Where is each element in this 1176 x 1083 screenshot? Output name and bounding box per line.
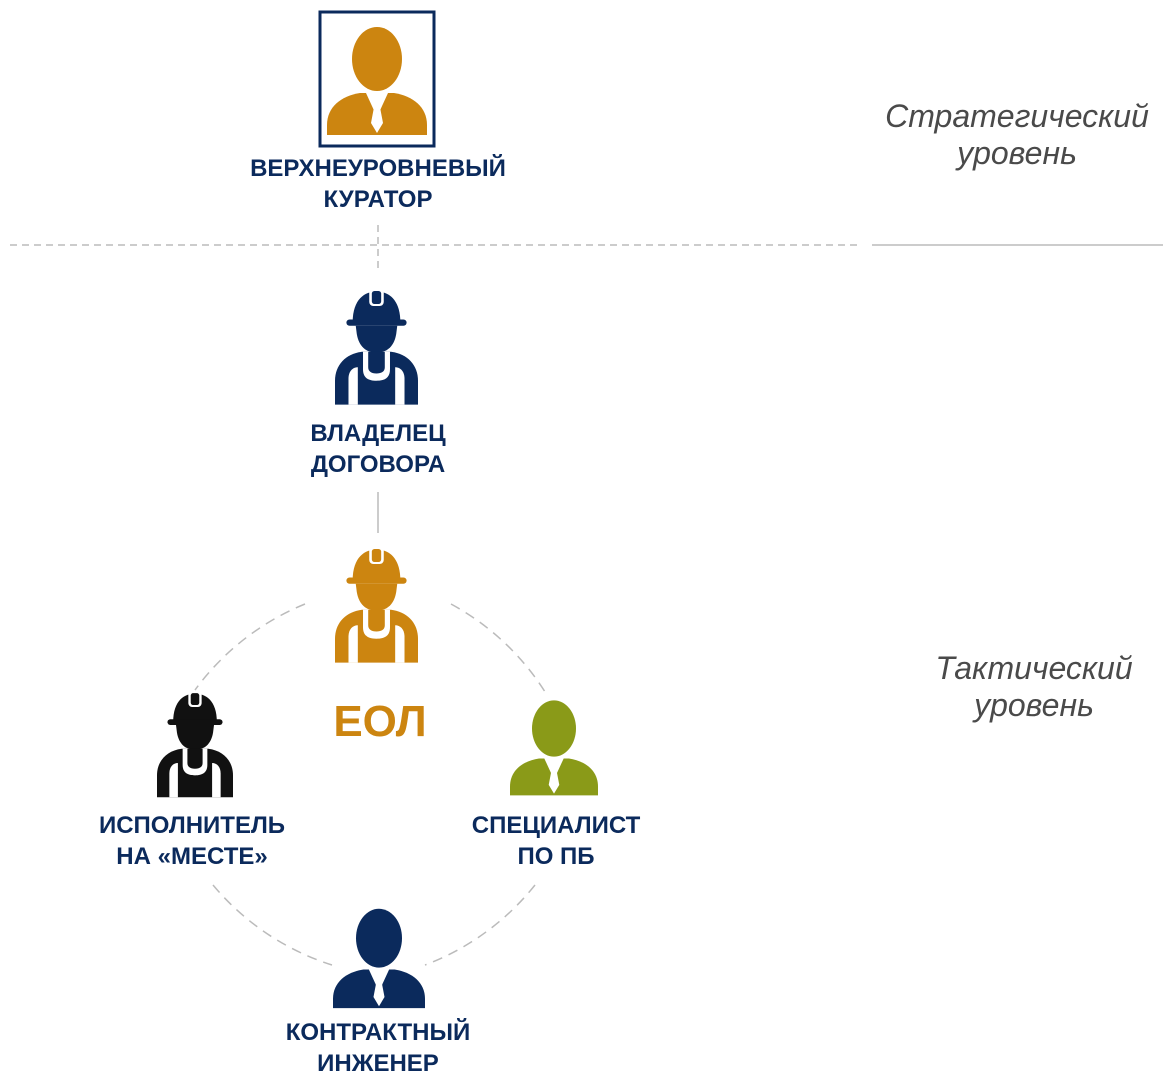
team-circle-arc-top-right [450, 603, 548, 696]
top-curator-label-line1: ВЕРХНЕУРОВНЕВЫЙ [250, 155, 506, 182]
worker-hardhat-icon [157, 690, 233, 798]
strategic-level-line1: Стратегический [885, 98, 1149, 134]
contract-owner-label-line1: ВЛАДЕЛЕЦ [310, 420, 446, 447]
worker-hardhat-icon [335, 288, 418, 405]
contract-owner-label: ВЛАДЕЛЕЦ ДОГОВОРА [310, 418, 445, 480]
top-curator-label-line2: КУРАТОР [323, 186, 433, 213]
safety-specialist-label: СПЕЦИАЛИСТ ПО ПБ [472, 810, 640, 872]
strategic-level-label: Стратегический уровень [885, 98, 1149, 172]
tactical-level-line1: Тактический [935, 650, 1133, 686]
safety-specialist-label-line1: СПЕЦИАЛИСТ [471, 812, 641, 839]
safety-specialist-label-line2: ПО ПБ [517, 843, 595, 870]
team-circle-arc-bottom-right [424, 884, 536, 966]
top-curator-node [318, 10, 436, 148]
onsite-executor-label-line1: ИСПОЛНИТЕЛЬ [98, 812, 286, 839]
eol-label: ЕОЛ [333, 697, 427, 746]
contract-owner-label-line2: ДОГОВОРА [310, 451, 446, 478]
team-circle-arc-bottom-left [212, 884, 333, 966]
contract-engineer-label: КОНТРАКТНЫЙ ИНЖЕНЕР [286, 1017, 471, 1079]
tactical-level-label: Тактический уровень [935, 650, 1132, 724]
onsite-executor-label: ИСПОЛНИТЕЛЬ НА «МЕСТЕ» [99, 810, 285, 872]
businessman-icon [510, 700, 598, 796]
contract-engineer-label-line2: ИНЖЕНЕР [317, 1050, 439, 1077]
top-curator-label: ВЕРХНЕУРОВНЕВЫЙ КУРАТОР [250, 153, 506, 215]
tactical-level-line2: уровень [974, 687, 1094, 723]
worker-hardhat-icon [335, 546, 418, 663]
team-circle-arc-top-left [194, 603, 306, 691]
onsite-executor-label-line2: НА «МЕСТЕ» [116, 843, 268, 870]
strategic-level-line2: уровень [957, 135, 1077, 171]
businessman-icon [333, 908, 425, 1009]
contract-engineer-label-line1: КОНТРАКТНЫЙ [285, 1019, 471, 1046]
